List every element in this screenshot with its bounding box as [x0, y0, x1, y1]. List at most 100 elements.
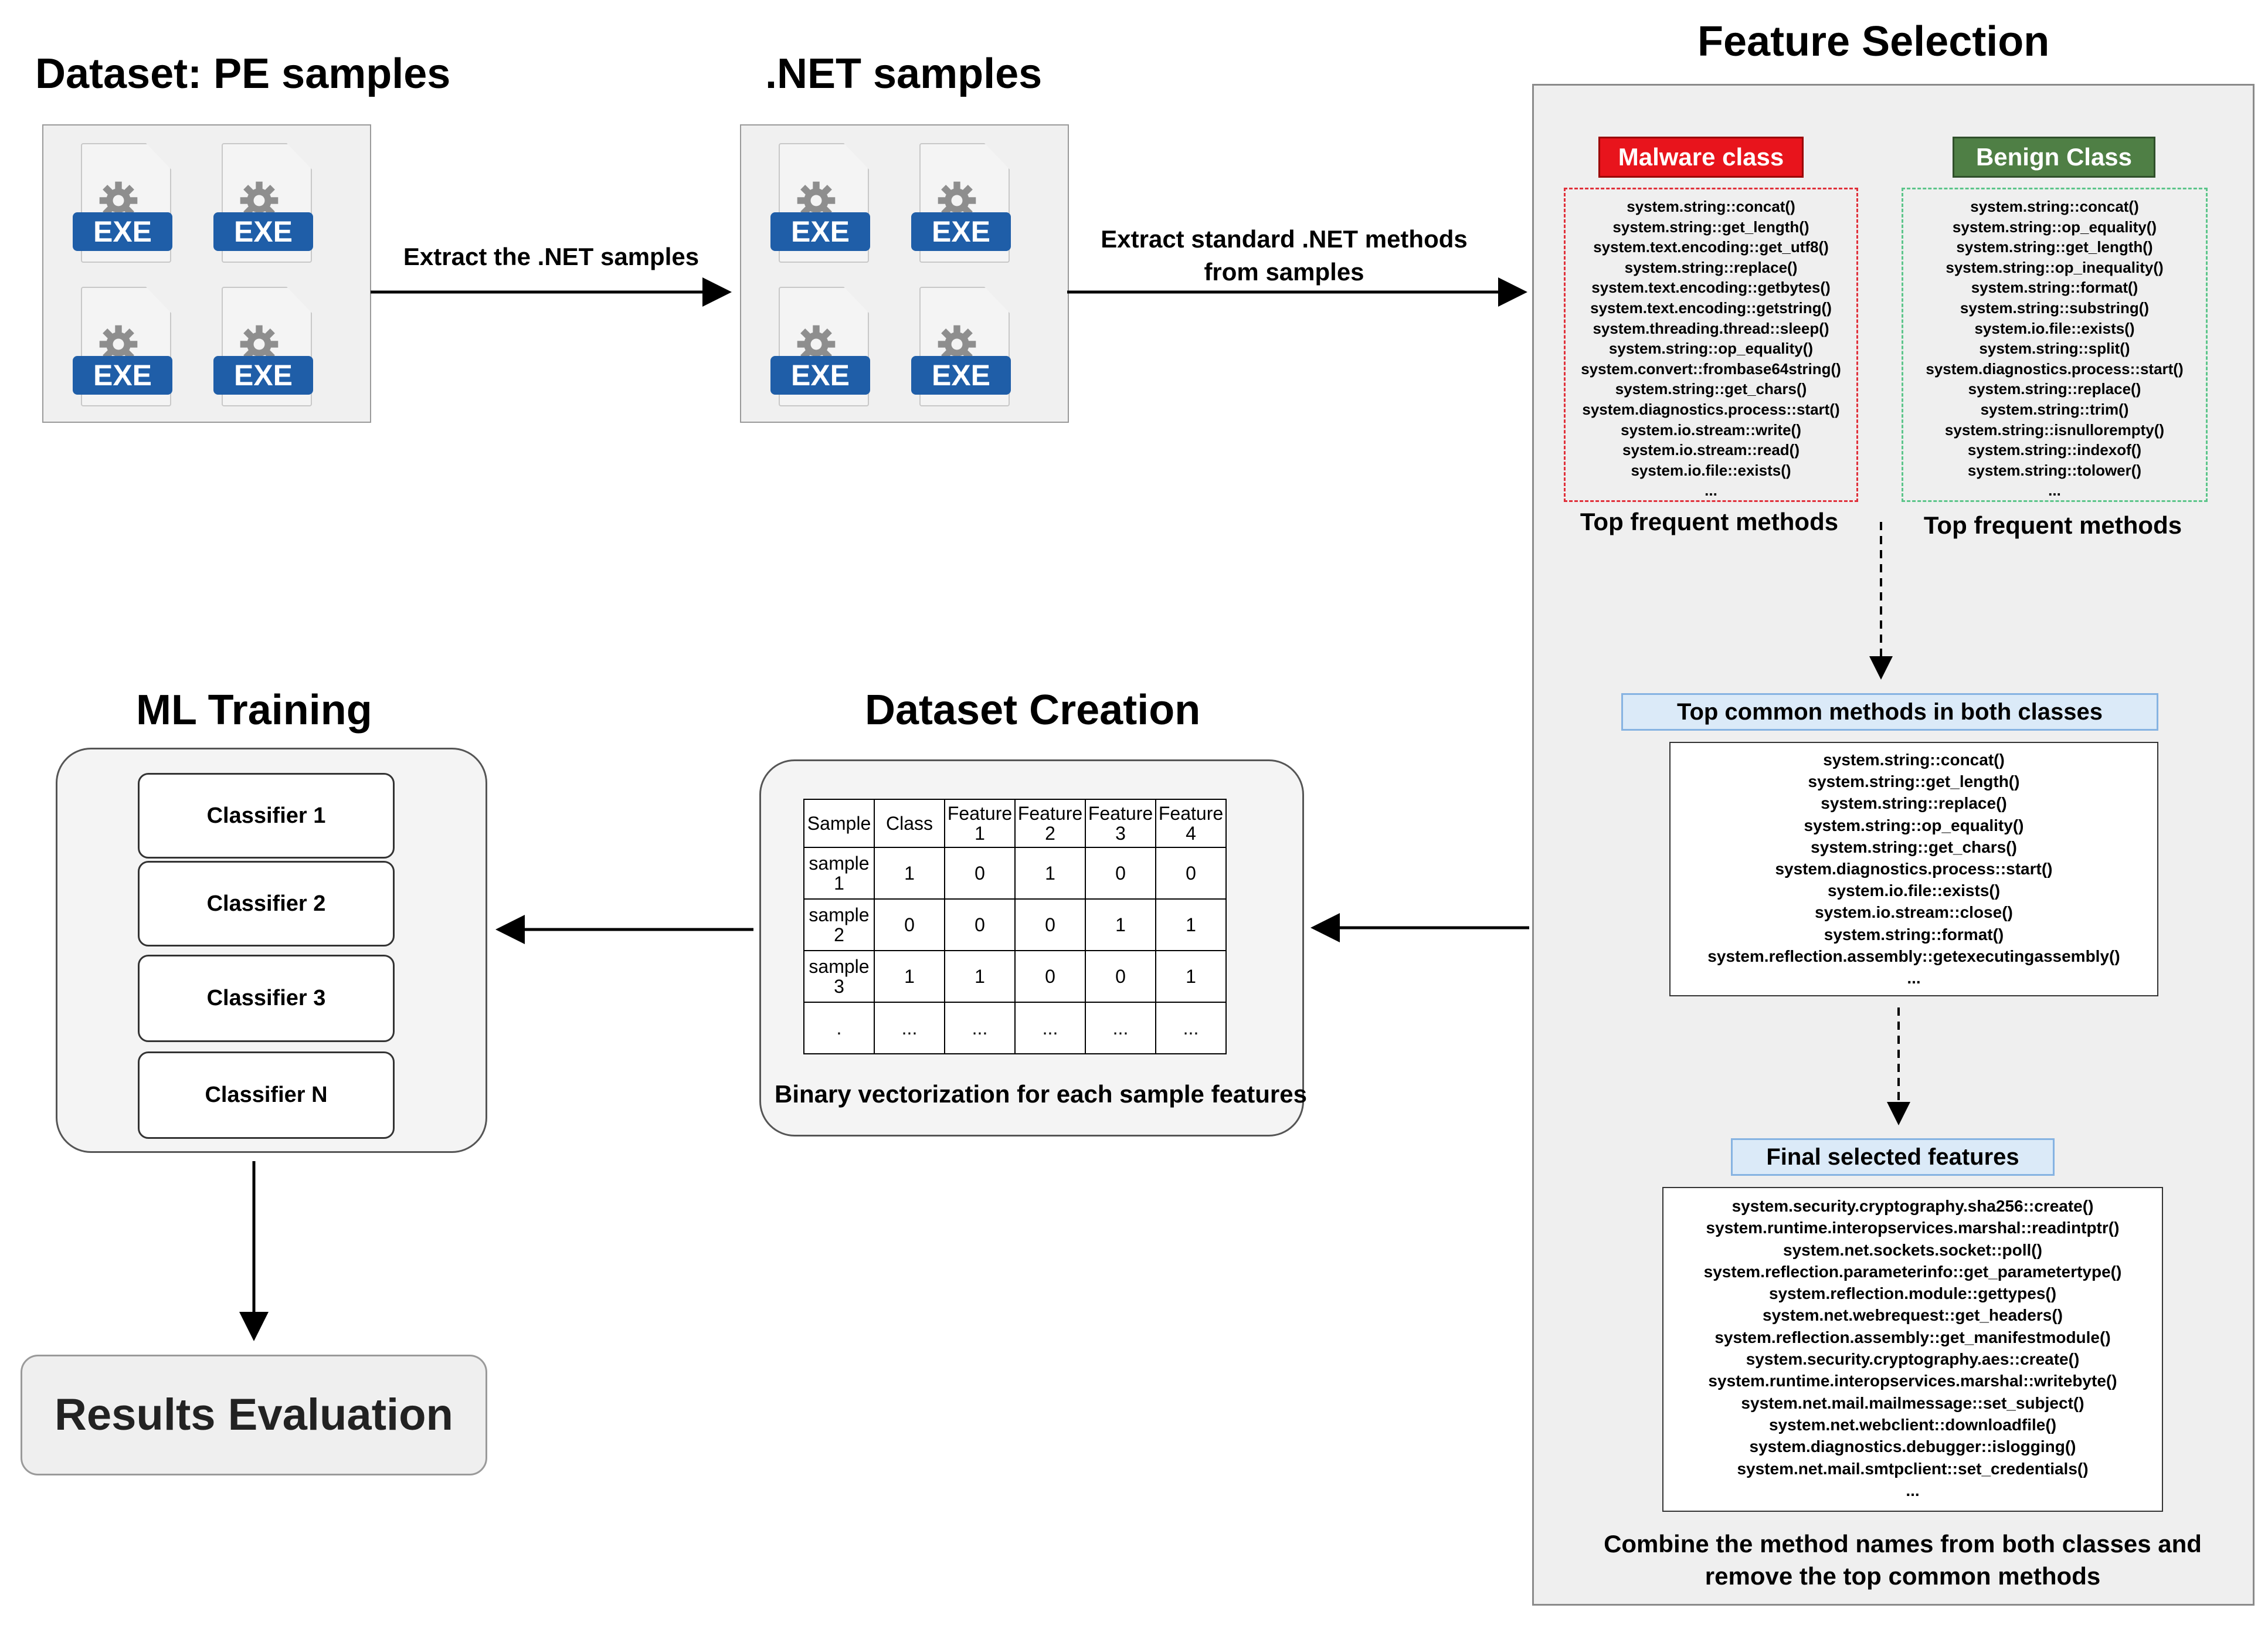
- final-caption-line2: remove the top common methods: [1705, 1562, 2101, 1590]
- table-cell: 0: [874, 898, 945, 951]
- table-cell: .: [803, 1002, 875, 1054]
- final-feature-item: system.diagnostics.debugger::islogging(): [1749, 1437, 2076, 1456]
- exe-file-icon: EXE: [73, 287, 175, 413]
- common-method-item: system.diagnostics.process::start(): [1775, 860, 2053, 878]
- final-feature-item: system.runtime.interopservices.marshal::…: [1706, 1219, 2120, 1237]
- exe-file-icon: EXE: [73, 143, 175, 269]
- classifier-1-box: Classifier 1: [138, 773, 395, 859]
- classifier-2-box: Classifier 2: [138, 861, 395, 946]
- final-feature-item: system.security.cryptography.sha256::cre…: [1731, 1197, 2094, 1215]
- table-cell: 0: [944, 898, 1016, 951]
- table-cell: 1: [1155, 950, 1227, 1003]
- benign-method-item: system.string::op_inequality(): [1946, 258, 2164, 276]
- table-cell: 1: [874, 847, 945, 900]
- table-cell: 1: [874, 950, 945, 1003]
- common-method-item: system.string::get_chars(): [1811, 837, 2017, 856]
- final-feature-item: ...: [1906, 1481, 1920, 1500]
- final-feature-item: system.net.webrequest::get_headers(): [1763, 1306, 2063, 1325]
- table-header-cell: Feature 3: [1085, 799, 1156, 848]
- common-method-item: system.string::get_length(): [1808, 772, 2020, 791]
- malware-method-item: system.diagnostics.process::start(): [1582, 400, 1840, 418]
- common-method-item: system.io.file::exists(): [1827, 881, 2001, 900]
- exe-file-icon: EXE: [911, 143, 1014, 269]
- table-cell: 0: [1085, 847, 1156, 900]
- final-features-title: Final selected features: [1731, 1138, 2055, 1176]
- benign-method-item: system.string::trim(): [1980, 400, 2129, 418]
- benign-methods-box: system.string::concat()system.string::op…: [1902, 188, 2208, 502]
- common-method-item: system.string::op_equality(): [1804, 816, 2024, 834]
- malware-methods-list: system.string::concat()system.string::ge…: [1566, 189, 1856, 501]
- common-method-item: system.string::replace(): [1821, 794, 2007, 813]
- benign-method-item: system.string::split(): [1979, 340, 2130, 358]
- table-header-cell: Feature 2: [1014, 799, 1086, 848]
- final-feature-item: system.reflection.module::gettypes(): [1768, 1284, 2057, 1303]
- benign-method-item: system.string::tolower(): [1967, 461, 2142, 479]
- table-cell: ...: [1155, 1002, 1227, 1054]
- final-features-box: system.security.cryptography.sha256::cre…: [1662, 1187, 2163, 1512]
- dataset-pe-title: Dataset: PE samples: [35, 50, 451, 97]
- common-methods-title: Top common methods in both classes: [1621, 693, 2158, 731]
- feature-selection-title: Feature Selection: [1697, 18, 2050, 65]
- table-cell: sample 3: [803, 950, 875, 1003]
- table-header-cell: Sample: [803, 799, 875, 848]
- final-feature-item: system.reflection.assembly::get_manifest…: [1714, 1328, 2111, 1346]
- extract-methods-label-line2: from samples: [1204, 258, 1364, 286]
- common-methods-box: system.string::concat()system.string::ge…: [1669, 742, 2158, 996]
- final-feature-item: system.net.sockets.socket::poll(): [1783, 1240, 2042, 1259]
- table-header-cell: Class: [874, 799, 945, 848]
- common-method-item: system.io.stream::close(): [1815, 903, 2013, 922]
- table-cell: 0: [1155, 847, 1227, 900]
- benign-method-item: system.string::get_length(): [1956, 238, 2153, 256]
- ml-training-title: ML Training: [136, 687, 372, 734]
- classifier-3-box: Classifier 3: [138, 955, 395, 1042]
- benign-method-item: system.string::indexof(): [1967, 441, 2142, 459]
- final-feature-item: system.net.mail.smtpclient::set_credenti…: [1737, 1459, 2089, 1478]
- common-method-item: ...: [1907, 969, 1921, 988]
- exe-file-icon: EXE: [911, 287, 1014, 413]
- pe-samples-panel: EXE EXE EXE EXE: [42, 124, 371, 423]
- net-samples-panel: EXE EXE EXE EXE: [740, 124, 1069, 423]
- table-cell: 1: [1014, 847, 1086, 900]
- exe-file-icon: EXE: [770, 287, 873, 413]
- table-cell: 0: [1014, 898, 1086, 951]
- benign-method-item: system.string::substring(): [1960, 298, 2150, 317]
- malware-methods-box: system.string::concat()system.string::ge…: [1564, 188, 1858, 502]
- common-method-item: system.string::format(): [1824, 925, 2004, 944]
- malware-method-item: system.threading.thread::sleep(): [1593, 319, 1829, 337]
- benign-method-item: system.diagnostics.process::start(): [1926, 359, 2184, 378]
- table-cell: 0: [1085, 950, 1156, 1003]
- table-caption: Binary vectorization for each sample fea…: [775, 1080, 1307, 1108]
- benign-methods-list: system.string::concat()system.string::op…: [1903, 189, 2206, 501]
- malware-class-title: Malware class: [1598, 137, 1804, 178]
- benign-class-title: Benign Class: [1953, 137, 2155, 178]
- table-cell: sample 2: [803, 898, 875, 951]
- table-row: ................: [803, 1002, 1227, 1054]
- common-methods-list: system.string::concat()system.string::ge…: [1671, 743, 2157, 989]
- malware-method-item: system.io.file::exists(): [1631, 461, 1791, 479]
- results-evaluation-box: Results Evaluation: [21, 1355, 487, 1475]
- final-feature-item: system.runtime.interopservices.marshal::…: [1708, 1372, 2117, 1390]
- final-feature-item: system.reflection.parameterinfo::get_par…: [1703, 1262, 2122, 1281]
- table-cell: 1: [1155, 898, 1227, 951]
- malware-method-item: system.io.stream::write(): [1621, 420, 1801, 439]
- table-cell: ...: [1085, 1002, 1156, 1054]
- table-cell: ...: [1014, 1002, 1086, 1054]
- benign-method-item: system.string::isnullorempty(): [1944, 420, 2165, 439]
- table-cell: ...: [944, 1002, 1016, 1054]
- malware-method-item: system.string::get_chars(): [1615, 380, 1807, 398]
- malware-method-item: system.text.encoding::getbytes(): [1591, 279, 1831, 297]
- malware-method-item: system.string::get_length(): [1612, 218, 1809, 236]
- benign-method-item: system.string::replace(): [1968, 380, 2141, 398]
- classifier-n-box: Classifier N: [138, 1051, 395, 1139]
- extract-methods-label-line1: Extract standard .NET methods: [1101, 225, 1468, 253]
- table-header-cell: Feature 4: [1155, 799, 1227, 848]
- net-samples-title: .NET samples: [765, 50, 1043, 97]
- benign-method-item: system.string::op_equality(): [1952, 218, 2157, 236]
- benign-method-item: system.string::concat(): [1970, 198, 2139, 215]
- malware-method-item: system.text.encoding::get_utf8(): [1593, 238, 1829, 256]
- malware-method-item: system.string::replace(): [1624, 258, 1798, 276]
